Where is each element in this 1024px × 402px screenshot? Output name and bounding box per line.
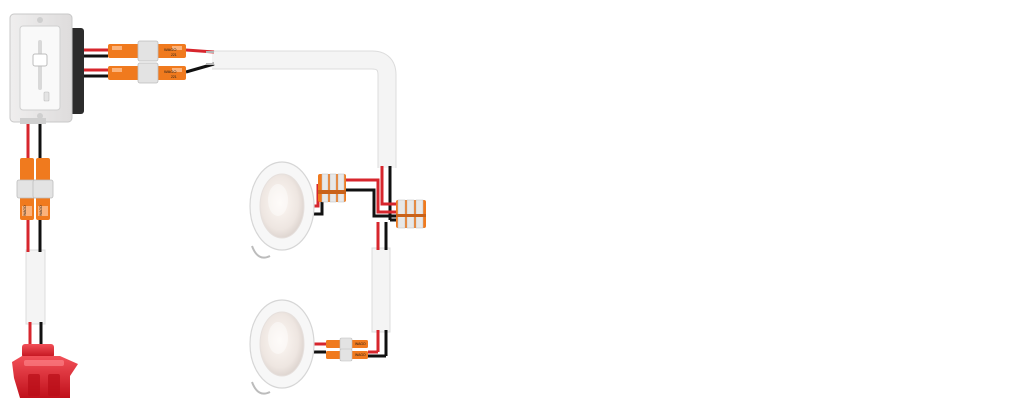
connector-brand-label: WAGO xyxy=(23,205,27,216)
lever-connector-junction xyxy=(396,199,426,229)
wago-connector-top-2: WAGO 221 xyxy=(108,62,186,84)
cable-light1-to-light2 xyxy=(371,247,391,333)
cable-switch-to-fuse xyxy=(25,249,46,325)
dimmer-switch xyxy=(9,13,84,124)
dimmer-slider xyxy=(32,53,48,67)
cable-switch-to-lights xyxy=(212,50,397,168)
wago-connector-light2-2: WAGO xyxy=(326,348,368,362)
connector-brand-label: WAGO xyxy=(164,47,177,52)
wago-connector-left-1: WAGO xyxy=(16,158,38,220)
connector-brand-label: WAGO xyxy=(39,205,43,216)
connector-model-label: 221 xyxy=(171,53,177,57)
wago-connector-light2-1: WAGO xyxy=(326,337,368,351)
wires-switch-down xyxy=(26,118,43,346)
wires-switch-out xyxy=(80,48,215,78)
blade-fuse xyxy=(12,344,78,398)
wago-connector-top-1: WAGO 221 xyxy=(108,40,186,62)
connector-brand-label: WAGO xyxy=(355,353,366,357)
led-puck-light-1 xyxy=(249,161,315,259)
connector-brand-label: WAGO xyxy=(355,342,366,346)
led-puck-light-2 xyxy=(249,299,315,395)
connector-brand-label: WAGO xyxy=(164,69,177,74)
wago-connector-left-2: WAGO xyxy=(32,158,54,220)
lever-connector-light1 xyxy=(318,173,346,203)
connector-model-label: 221 xyxy=(171,75,177,79)
